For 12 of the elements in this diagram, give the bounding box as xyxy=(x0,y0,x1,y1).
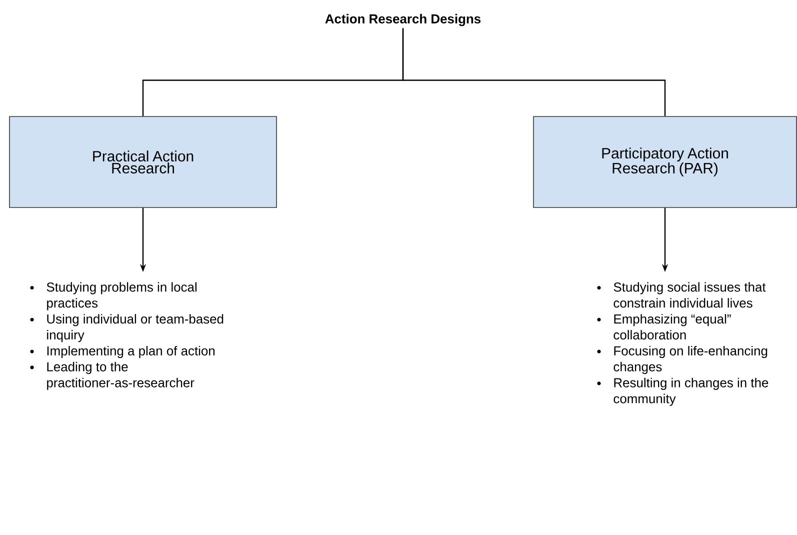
connector xyxy=(402,28,666,116)
bullet-item: Implementing a plan of action xyxy=(30,346,215,358)
bullet-item: Resulting in changes in the community xyxy=(597,378,768,406)
bullet-item: Using individual or team-based inquiry xyxy=(30,314,224,342)
bullet-item: Studying problems in local practices xyxy=(30,282,196,310)
category-box: Practical Action Research xyxy=(9,116,277,208)
heading: Action Research Designs xyxy=(325,14,481,26)
bullet-item: Emphasizing “equal” collaboration xyxy=(597,314,731,340)
bullet-item: Focusing on life-enhancing changes xyxy=(597,346,768,374)
bullet-item: Studying social issues that constrain individual lives xyxy=(597,282,766,308)
bullet-item: Leading to the practitioner-as-researcher xyxy=(30,362,194,390)
category-box: Participatory Action Research (PAR) xyxy=(533,116,797,208)
